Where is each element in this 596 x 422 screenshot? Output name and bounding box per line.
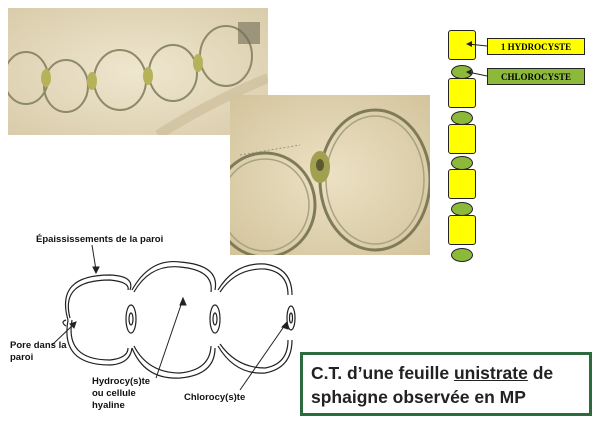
micrograph-low-magnification bbox=[8, 8, 268, 135]
hydrocyte-cell bbox=[448, 215, 476, 245]
micrograph-high-magnification bbox=[230, 95, 430, 255]
caption-underlined-word: unistrate bbox=[453, 363, 528, 383]
caption-part2: de sphaigne observée en MP bbox=[311, 363, 554, 407]
legend-hydrocyste: 1 HYDROCYSTE bbox=[487, 38, 585, 55]
legend-chlorocyste-text: CHLOROCYSTE bbox=[500, 71, 571, 82]
hydrocyte-cell bbox=[448, 169, 476, 199]
leaf-cross-section-drawing bbox=[51, 244, 296, 391]
hydrocyte-cell bbox=[448, 124, 476, 154]
hydrocyte-cell bbox=[448, 78, 476, 108]
legend-hydrocyste-text: 1 HYDROCYSTE bbox=[500, 41, 572, 52]
legend-chlorocyste: CHLOROCYSTE bbox=[487, 68, 585, 85]
hydrocyte-chlorocyte-chain-schema bbox=[438, 26, 486, 266]
caption-part1: C.T. d’une feuille bbox=[311, 363, 454, 383]
label-epaississements: Épaississements de la paroi bbox=[36, 234, 164, 245]
label-hydrocyte: Hydrocy(s)te ou cellule hyaline bbox=[92, 376, 151, 411]
chlorocyte-cell bbox=[451, 248, 473, 262]
caption-box: C.T. d’une feuille unistrate de sphaigne… bbox=[300, 352, 592, 416]
label-chlorocyte: Chlorocy(s)te bbox=[184, 392, 246, 403]
label-pore: Pore dans la paroi bbox=[10, 340, 67, 363]
